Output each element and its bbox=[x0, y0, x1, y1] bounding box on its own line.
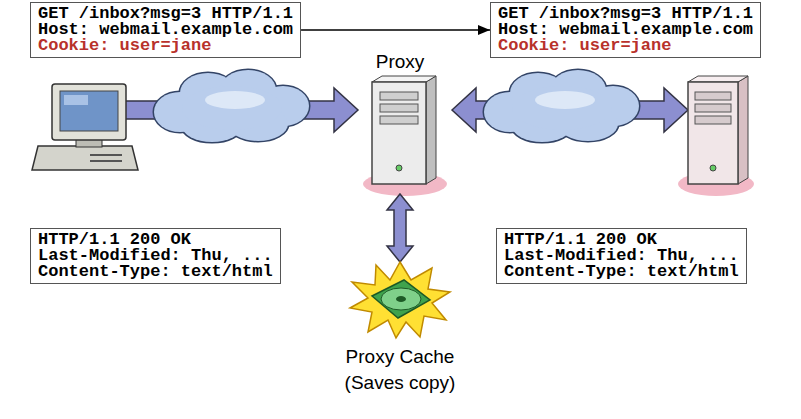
drive-slot bbox=[90, 154, 122, 156]
header-line: Cookie: user=jane bbox=[498, 38, 753, 54]
header-line: Last-Modified: Thu, ... bbox=[38, 248, 273, 264]
network-cloud bbox=[484, 70, 639, 142]
disk-hub bbox=[396, 296, 406, 302]
drive-slot bbox=[90, 160, 122, 162]
server-top bbox=[372, 76, 436, 82]
header-line: Content-Type: text/html bbox=[504, 264, 739, 280]
header-line: GET /inbox?msg=3 HTTP/1.1 bbox=[498, 6, 753, 22]
server-side bbox=[426, 76, 436, 184]
disk-platter bbox=[381, 288, 421, 310]
cloud-fill bbox=[182, 86, 282, 130]
http-message-box: GET /inbox?msg=3 HTTP/1.1Host: webmail.e… bbox=[30, 2, 301, 58]
power-light bbox=[396, 165, 402, 171]
header-line: Host: webmail.example.com bbox=[498, 22, 753, 38]
drive-bay bbox=[380, 116, 418, 124]
server-top bbox=[688, 76, 748, 82]
server-tower bbox=[372, 82, 426, 184]
cloud-highlight bbox=[535, 91, 595, 109]
drive-bay bbox=[695, 116, 731, 124]
starburst bbox=[350, 262, 450, 338]
drive-bay bbox=[380, 104, 418, 112]
screen-glare bbox=[64, 95, 88, 105]
server-side bbox=[738, 76, 748, 184]
http-message-box: HTTP/1.1 200 OKLast-Modified: Thu, ...Co… bbox=[30, 228, 281, 284]
cloud-fill bbox=[512, 86, 612, 130]
header-line: GET /inbox?msg=3 HTTP/1.1 bbox=[38, 6, 293, 22]
network-cloud bbox=[154, 70, 309, 142]
http-message-box: GET /inbox?msg=3 HTTP/1.1Host: webmail.e… bbox=[490, 2, 761, 58]
monitor-screen bbox=[60, 91, 118, 131]
origin-server bbox=[678, 76, 754, 196]
header-line: Host: webmail.example.com bbox=[38, 22, 293, 38]
double-arrow bbox=[387, 194, 413, 262]
drive-bay bbox=[695, 92, 731, 100]
proxy-server bbox=[363, 76, 447, 196]
caption-label: (Saves copy) bbox=[345, 372, 456, 394]
request-arrow bbox=[301, 29, 490, 31]
server-tower bbox=[688, 82, 738, 184]
proxy-cache-icon bbox=[350, 262, 450, 338]
drive-bay bbox=[695, 104, 731, 112]
header-line: Last-Modified: Thu, ... bbox=[504, 248, 739, 264]
http-message-box: HTTP/1.1 200 OKLast-Modified: Thu, ...Co… bbox=[496, 228, 747, 284]
monitor bbox=[52, 84, 126, 140]
client-computer bbox=[32, 84, 138, 170]
cache-disk bbox=[372, 280, 430, 318]
cloud-highlight bbox=[205, 91, 265, 109]
power-light bbox=[710, 165, 716, 171]
caption-label: Proxy bbox=[376, 51, 425, 73]
header-line: HTTP/1.1 200 OK bbox=[38, 232, 273, 248]
computer-case bbox=[32, 146, 138, 170]
header-line: Cookie: user=jane bbox=[38, 38, 293, 54]
header-line: Content-Type: text/html bbox=[38, 264, 273, 280]
drive-bay bbox=[380, 92, 418, 100]
caption-label: Proxy Cache bbox=[346, 346, 455, 368]
header-line: HTTP/1.1 200 OK bbox=[504, 232, 739, 248]
